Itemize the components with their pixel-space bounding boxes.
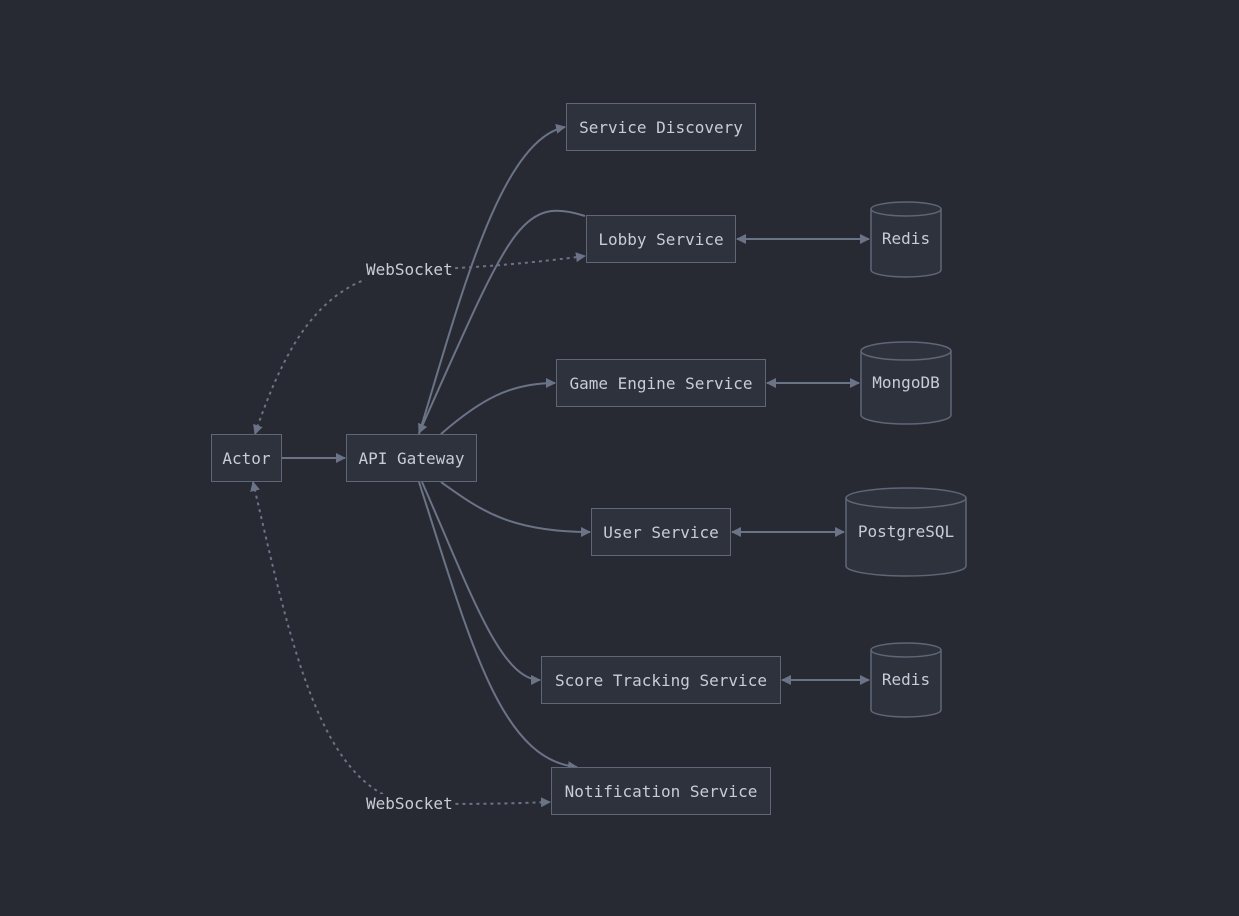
edge-websocket-actor-notification (250, 481, 551, 808)
edge-label-notification-websocket: WebSocket (364, 794, 455, 814)
node-api-gateway: API Gateway (346, 434, 477, 482)
node-user-service: User Service (591, 508, 731, 556)
edge-websocket-actor-lobby (253, 252, 586, 435)
edge-gateway-to-notification (418, 481, 578, 772)
node-game-engine-service: Game Engine Service (556, 359, 766, 407)
edge-gateway-to-service-discovery (418, 123, 566, 435)
db-label-lobby-redis: Redis (881, 229, 931, 248)
edge-gateway-to-score-tracking (421, 481, 541, 685)
db-cylinder-score-redis (870, 642, 942, 718)
db-label-user-postgresql: PostgreSQL (857, 522, 955, 541)
db-label-game-mongodb: MongoDB (872, 373, 940, 392)
node-notification-service: Notification Service (551, 767, 771, 815)
node-lobby-service: Lobby Service (586, 215, 736, 263)
node-score-tracking-service: Score Tracking Service (541, 656, 781, 704)
edge-gateway-to-game-engine (440, 378, 556, 435)
db-cylinder-lobby-redis (870, 201, 942, 278)
db-label-score-redis: Redis (881, 670, 931, 689)
node-actor: Actor (211, 434, 282, 482)
db-cylinder-game-mongodb (860, 341, 952, 425)
edge-label-lobby-websocket: WebSocket (364, 260, 455, 280)
node-service-discovery: Service Discovery (566, 103, 756, 151)
edge-gateway-to-user-service (440, 481, 591, 537)
db-cylinder-user-postgresql (845, 487, 967, 577)
